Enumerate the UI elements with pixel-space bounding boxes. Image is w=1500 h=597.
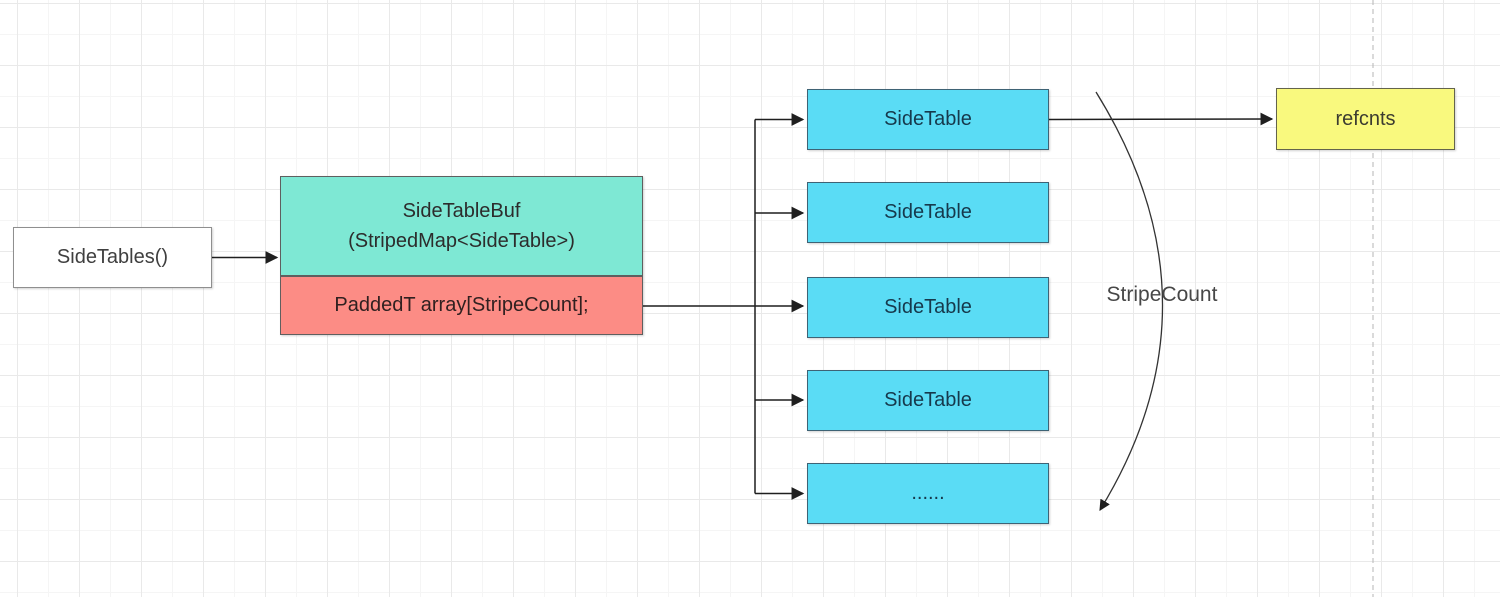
stripe-count-annotation: StripeCount — [1106, 283, 1218, 306]
node-sidetable-1-label: SideTable — [884, 108, 972, 130]
arrow-sidetable-to-refcnts — [1048, 112, 1274, 126]
sidetablebuf-subtitle: (StripedMap<SideTable>) — [348, 230, 575, 252]
node-sidetable-2-label: SideTable — [884, 201, 972, 223]
node-sidetable-2: SideTable — [807, 182, 1049, 243]
node-sidetable-ellipsis: ...... — [807, 463, 1049, 524]
node-sidetables-entry: SideTables() — [13, 227, 212, 288]
node-sidetable-4-label: SideTable — [884, 389, 972, 411]
node-sidetable-ellipsis-label: ...... — [911, 482, 945, 504]
node-sidetable-4: SideTable — [807, 370, 1049, 431]
node-sidetable-3-label: SideTable — [884, 296, 972, 318]
sidetablebuf-title: SideTableBuf — [402, 200, 521, 222]
stripe-count-curve — [1095, 91, 1164, 511]
node-sidetables-entry-label: SideTables() — [56, 246, 169, 268]
node-refcnts: refcnts — [1276, 88, 1455, 150]
node-paddedt-array: PaddedT array[StripeCount]; — [281, 275, 642, 334]
node-sidetable-1: SideTable — [807, 89, 1049, 150]
node-sidetable-3: SideTable — [807, 277, 1049, 338]
node-sidetablebuf: SideTableBuf (StripedMap<SideTable>) Pad… — [280, 176, 643, 335]
paddedt-array-label: PaddedT array[StripeCount]; — [334, 294, 589, 316]
node-refcnts-label: refcnts — [1335, 107, 1396, 130]
node-sidetablebuf-header: SideTableBuf (StripedMap<SideTable>) — [281, 177, 642, 275]
branch-trunk — [643, 119, 756, 494]
